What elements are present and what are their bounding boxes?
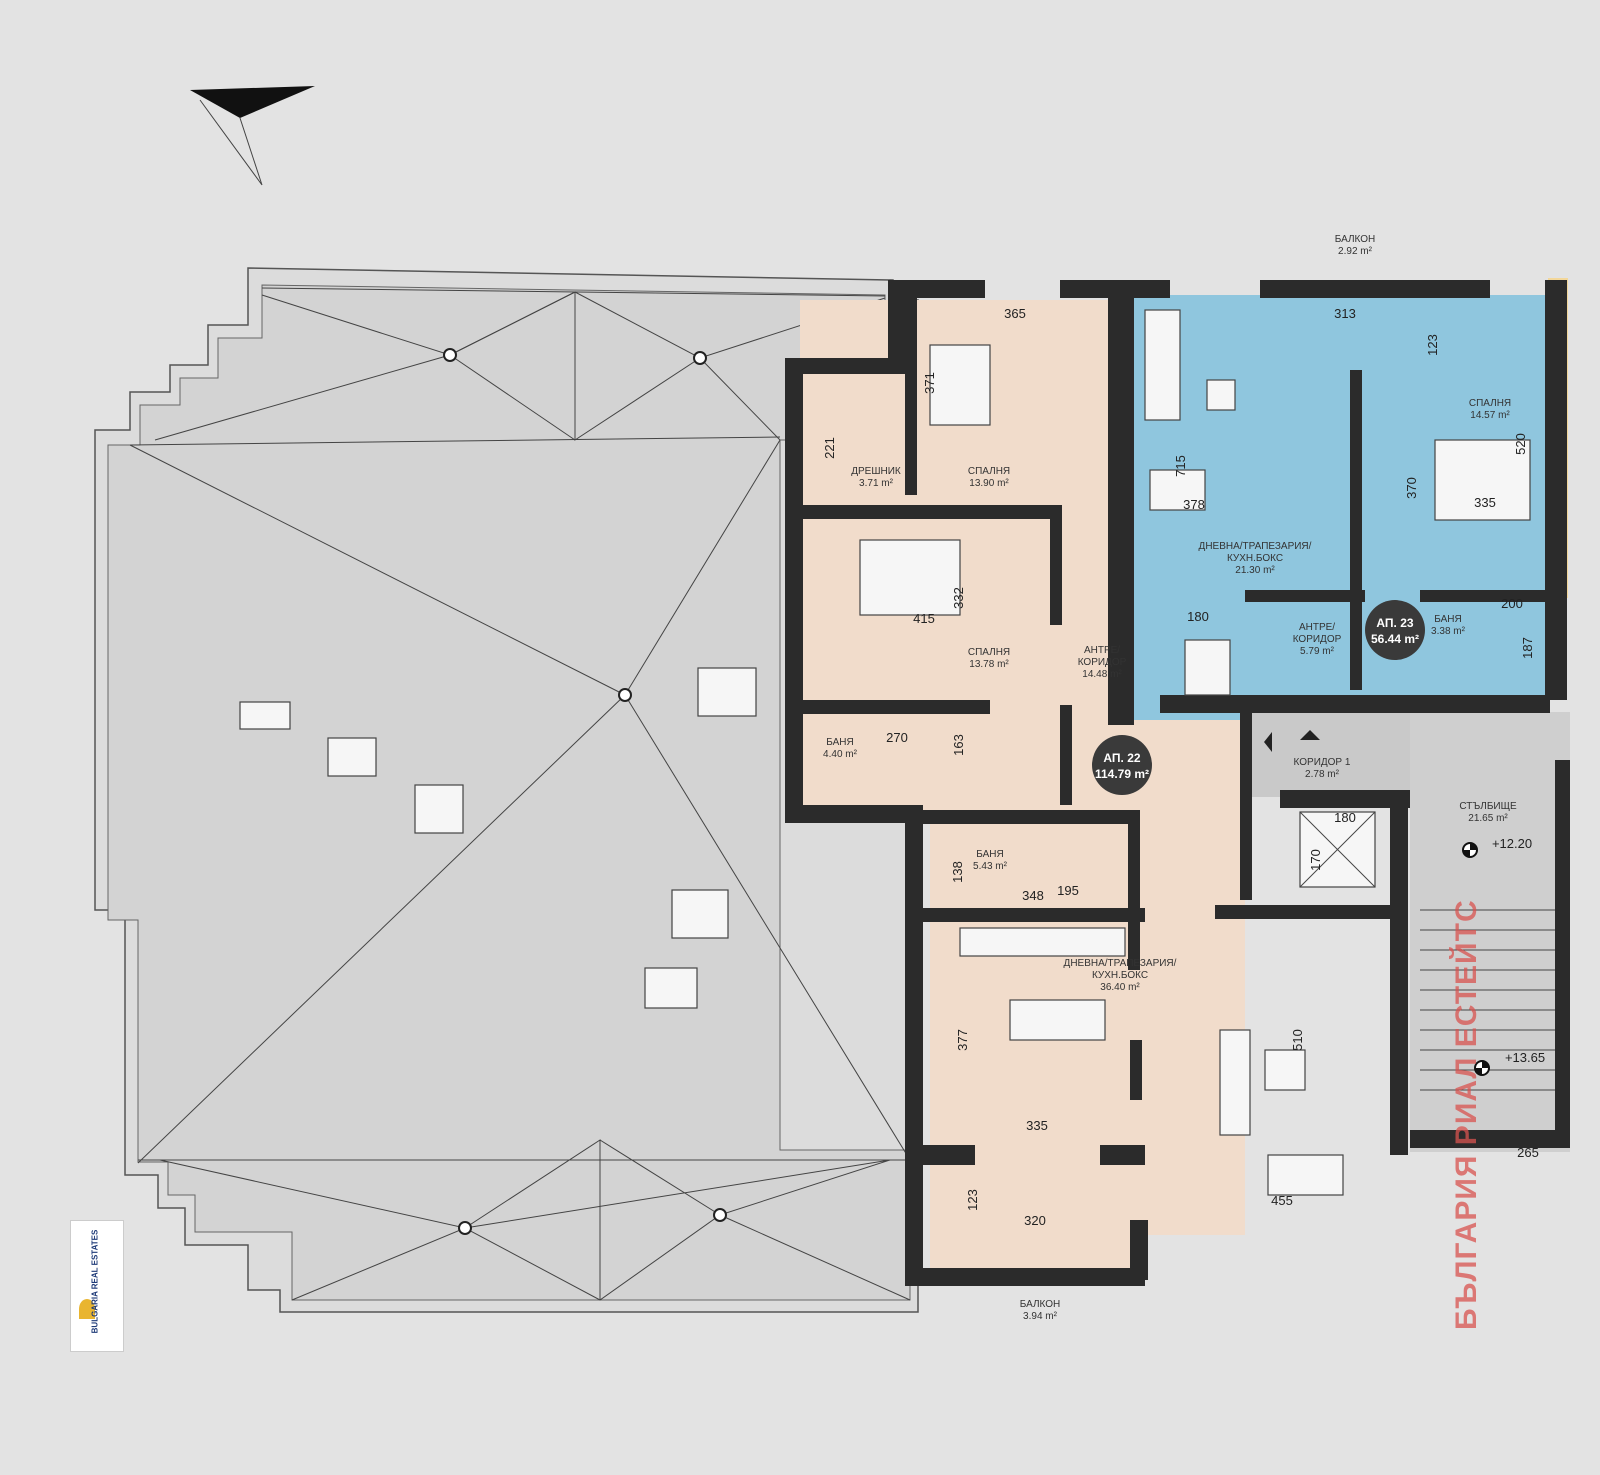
room-area: 5.79 m² bbox=[1300, 646, 1335, 657]
room-name: СПАЛНЯ bbox=[1469, 398, 1511, 409]
apartment-22-badge: АП. 22 114.79 m² bbox=[1092, 735, 1152, 795]
room-labels: БАЛКОН 2.92 m² ДРЕШНИК 3.71 m² СПАЛНЯ 13… bbox=[823, 234, 1517, 1322]
sun-logo-icon bbox=[79, 1299, 95, 1319]
watermark: БЪЛГАРИЯ РИАЛ ЕСТЕЙТС bbox=[1449, 899, 1483, 1330]
dimension: 187 bbox=[1520, 637, 1535, 659]
dimension: 715 bbox=[1173, 455, 1188, 477]
dimension: 520 bbox=[1513, 433, 1528, 455]
dimension: 510 bbox=[1290, 1029, 1305, 1051]
dimension: 170 bbox=[1308, 849, 1323, 871]
apartment-23-badge: АП. 23 56.44 m² bbox=[1365, 600, 1425, 660]
room-name: БАНЯ bbox=[976, 849, 1003, 860]
room-name: СТЪЛБИЩЕ bbox=[1459, 801, 1517, 812]
dimension: 332 bbox=[951, 587, 966, 609]
room-area: 21.30 m² bbox=[1235, 565, 1275, 576]
room-name: БАНЯ bbox=[826, 737, 853, 748]
north-arrow-icon bbox=[190, 86, 315, 186]
dimension: 415 bbox=[913, 611, 935, 626]
dimension: 365 bbox=[1004, 306, 1026, 321]
dimension: 195 bbox=[1057, 883, 1079, 898]
walls bbox=[785, 280, 1570, 1286]
furniture bbox=[859, 309, 1555, 1196]
room-name: КУХН.БОКС bbox=[1227, 553, 1283, 564]
level-value: +13.65 bbox=[1505, 1050, 1545, 1065]
room-area: 36.40 m² bbox=[1100, 982, 1140, 993]
dimension: 180 bbox=[1187, 609, 1209, 624]
room-name: АНТРЕ/ bbox=[1299, 622, 1335, 633]
room-area: 13.90 m² bbox=[969, 478, 1009, 489]
roof-terrace bbox=[94, 267, 919, 1313]
dimension: 163 bbox=[951, 734, 966, 756]
dimension: 200 bbox=[1501, 596, 1523, 611]
room-name: БАЛКОН bbox=[1335, 234, 1376, 245]
apartment-area: 56.44 m² bbox=[1371, 632, 1419, 646]
apartment-area: 114.79 m² bbox=[1095, 767, 1149, 781]
room-area: 21.65 m² bbox=[1468, 813, 1508, 824]
dimension: 265 bbox=[1517, 1145, 1539, 1160]
room-area: 2.78 m² bbox=[1305, 769, 1340, 780]
dimension: 320 bbox=[1024, 1213, 1046, 1228]
room-area: 3.71 m² bbox=[859, 478, 894, 489]
room-area: 2.92 m² bbox=[1338, 246, 1373, 257]
room-name: КОРИДОР 1 bbox=[1294, 757, 1351, 768]
dimension: 335 bbox=[1026, 1118, 1048, 1133]
room-name: АНТРЕ/ bbox=[1084, 645, 1120, 656]
level-marker-icon: +12.20 +13.65 bbox=[1462, 836, 1545, 1076]
dimension: 221 bbox=[822, 437, 837, 459]
room-name: БАЛКОН bbox=[1020, 1299, 1061, 1310]
dimension: 377 bbox=[955, 1029, 970, 1051]
apartment-name: АП. 23 bbox=[1376, 616, 1413, 630]
room-area: 3.38 m² bbox=[1431, 626, 1466, 637]
apartment-name: АП. 22 bbox=[1103, 751, 1140, 765]
room-area: 4.40 m² bbox=[823, 749, 858, 760]
dimension-labels: 365 371 221 415 332 270 163 138 348 195 … bbox=[822, 306, 1539, 1228]
company-logo: BULGARIA REAL ESTATES bbox=[70, 1220, 124, 1352]
roof-drain-icon bbox=[443, 348, 727, 1235]
dimension: 180 bbox=[1334, 810, 1356, 825]
room-area: 3.94 m² bbox=[1023, 1311, 1058, 1322]
level-value: +12.20 bbox=[1492, 836, 1532, 851]
room-name: КОРИДОР bbox=[1078, 657, 1127, 668]
dimension: 378 bbox=[1183, 497, 1205, 512]
room-area: 13.78 m² bbox=[969, 659, 1009, 670]
dimension: 348 bbox=[1022, 888, 1044, 903]
dimension: 370 bbox=[1404, 477, 1419, 499]
roof-vents bbox=[239, 667, 757, 1009]
room-name: БАНЯ bbox=[1434, 614, 1461, 625]
room-area: 5.43 m² bbox=[973, 861, 1008, 872]
dimension: 313 bbox=[1334, 306, 1356, 321]
dimension: 123 bbox=[965, 1189, 980, 1211]
dimension: 270 bbox=[886, 730, 908, 745]
dimension: 123 bbox=[1425, 334, 1440, 356]
room-area: 14.48 m² bbox=[1082, 669, 1122, 680]
dimension: 455 bbox=[1271, 1193, 1293, 1208]
room-name: ДНЕВНА/ТРАПЕЗАРИЯ/ bbox=[1064, 958, 1177, 969]
room-name: ДНЕВНА/ТРАПЕЗАРИЯ/ bbox=[1199, 541, 1312, 552]
room-area: 14.57 m² bbox=[1470, 410, 1510, 421]
dimension: 335 bbox=[1474, 495, 1496, 510]
room-name: СПАЛНЯ bbox=[968, 647, 1010, 658]
dimension: 138 bbox=[950, 861, 965, 883]
room-name: ДРЕШНИК bbox=[851, 466, 901, 477]
corridor-1 bbox=[1245, 712, 1415, 797]
room-name: КУХН.БОКС bbox=[1092, 970, 1148, 981]
room-name: КОРИДОР bbox=[1293, 634, 1342, 645]
stairwell bbox=[1410, 712, 1570, 1152]
logo-text: BULGARIA REAL ESTATES bbox=[90, 1229, 100, 1334]
room-name: СПАЛНЯ bbox=[968, 466, 1010, 477]
dimension: 371 bbox=[922, 372, 937, 394]
